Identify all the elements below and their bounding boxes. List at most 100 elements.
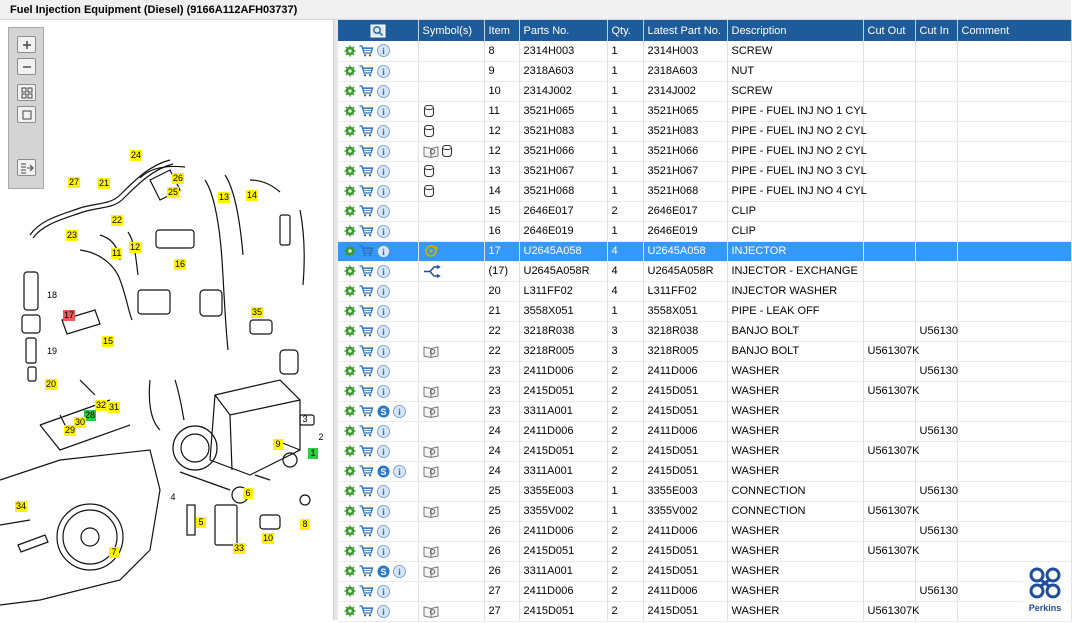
diagram-callout-26[interactable]: 26 <box>172 173 185 184</box>
info-button[interactable]: i <box>377 204 390 218</box>
settings-button[interactable] <box>344 485 356 497</box>
diagram-callout-14[interactable]: 14 <box>246 190 259 201</box>
info-button[interactable]: i <box>377 424 390 438</box>
export-button[interactable] <box>17 159 36 176</box>
diagram-callout-35[interactable]: 35 <box>251 307 264 318</box>
info-button[interactable]: i <box>377 244 390 258</box>
settings-button[interactable] <box>344 85 356 97</box>
add-to-cart-button[interactable] <box>359 105 374 117</box>
add-to-cart-button[interactable] <box>359 145 374 157</box>
settings-button[interactable] <box>344 465 356 477</box>
diagram-callout-19[interactable]: 19 <box>47 346 58 356</box>
column-description[interactable]: Description <box>727 20 864 41</box>
settings-button[interactable] <box>344 65 356 77</box>
column-parts-no[interactable]: Parts No. <box>519 20 608 41</box>
settings-button[interactable] <box>344 385 356 397</box>
fit-page-button[interactable] <box>17 106 36 123</box>
substitute-button[interactable]: S <box>377 405 390 418</box>
column-symbols[interactable]: Symbol(s) <box>418 20 485 41</box>
info-button[interactable]: i <box>377 344 390 358</box>
add-to-cart-button[interactable] <box>359 65 374 77</box>
diagram-callout-16[interactable]: 16 <box>174 259 187 270</box>
settings-button[interactable] <box>344 185 356 197</box>
add-to-cart-button[interactable] <box>359 505 374 517</box>
info-button[interactable]: i <box>377 64 390 78</box>
add-to-cart-button[interactable] <box>359 185 374 197</box>
info-button[interactable]: i <box>377 604 390 618</box>
diagram-callout-29[interactable]: 29 <box>64 425 77 436</box>
info-button[interactable]: i <box>377 224 390 238</box>
settings-button[interactable] <box>344 505 356 517</box>
info-button[interactable]: i <box>393 464 406 478</box>
diagram-callout-2[interactable]: 2 <box>318 432 324 442</box>
diagram-callout-6[interactable]: 6 <box>243 488 253 499</box>
add-to-cart-button[interactable] <box>359 225 374 237</box>
info-button[interactable]: i <box>377 184 390 198</box>
info-button[interactable]: i <box>377 484 390 498</box>
info-button[interactable]: i <box>377 104 390 118</box>
add-to-cart-button[interactable] <box>359 305 374 317</box>
settings-button[interactable] <box>344 105 356 117</box>
settings-button[interactable] <box>344 165 356 177</box>
diagram-callout-1[interactable]: 1 <box>308 448 318 459</box>
settings-button[interactable] <box>344 285 356 297</box>
settings-button[interactable] <box>344 565 356 577</box>
add-to-cart-button[interactable] <box>359 425 374 437</box>
info-button[interactable]: i <box>377 544 390 558</box>
diagram-callout-12[interactable]: 12 <box>129 242 142 253</box>
add-to-cart-button[interactable] <box>359 165 374 177</box>
info-button[interactable]: i <box>377 524 390 538</box>
settings-button[interactable] <box>344 245 356 257</box>
settings-button[interactable] <box>344 445 356 457</box>
info-button[interactable]: i <box>377 84 390 98</box>
diagram-callout-30[interactable]: 30 <box>74 417 87 428</box>
add-to-cart-button[interactable] <box>359 265 374 277</box>
info-button[interactable]: i <box>393 404 406 418</box>
add-to-cart-button[interactable] <box>359 465 374 477</box>
settings-button[interactable] <box>344 225 356 237</box>
add-to-cart-button[interactable] <box>359 245 374 257</box>
add-to-cart-button[interactable] <box>359 85 374 97</box>
pane-splitter[interactable] <box>333 20 338 620</box>
column-item[interactable]: Item <box>484 20 520 41</box>
diagram-callout-32[interactable]: 32 <box>95 400 108 411</box>
info-button[interactable]: i <box>377 304 390 318</box>
settings-button[interactable] <box>344 325 356 337</box>
info-button[interactable]: i <box>377 444 390 458</box>
diagram-callout-27[interactable]: 27 <box>68 177 81 188</box>
diagram-callout-34[interactable]: 34 <box>15 501 28 512</box>
info-button[interactable]: i <box>377 124 390 138</box>
add-to-cart-button[interactable] <box>359 585 374 597</box>
diagram-callout-31[interactable]: 31 <box>108 402 121 413</box>
settings-button[interactable] <box>344 205 356 217</box>
diagram-callout-24[interactable]: 24 <box>130 150 143 161</box>
add-to-cart-button[interactable] <box>359 285 374 297</box>
add-to-cart-button[interactable] <box>359 565 374 577</box>
settings-button[interactable] <box>344 585 356 597</box>
add-to-cart-button[interactable] <box>359 325 374 337</box>
settings-button[interactable] <box>344 365 356 377</box>
settings-button[interactable] <box>344 545 356 557</box>
add-to-cart-button[interactable] <box>359 365 374 377</box>
settings-button[interactable] <box>344 605 356 617</box>
substitute-button[interactable]: S <box>377 465 390 478</box>
settings-button[interactable] <box>344 145 356 157</box>
